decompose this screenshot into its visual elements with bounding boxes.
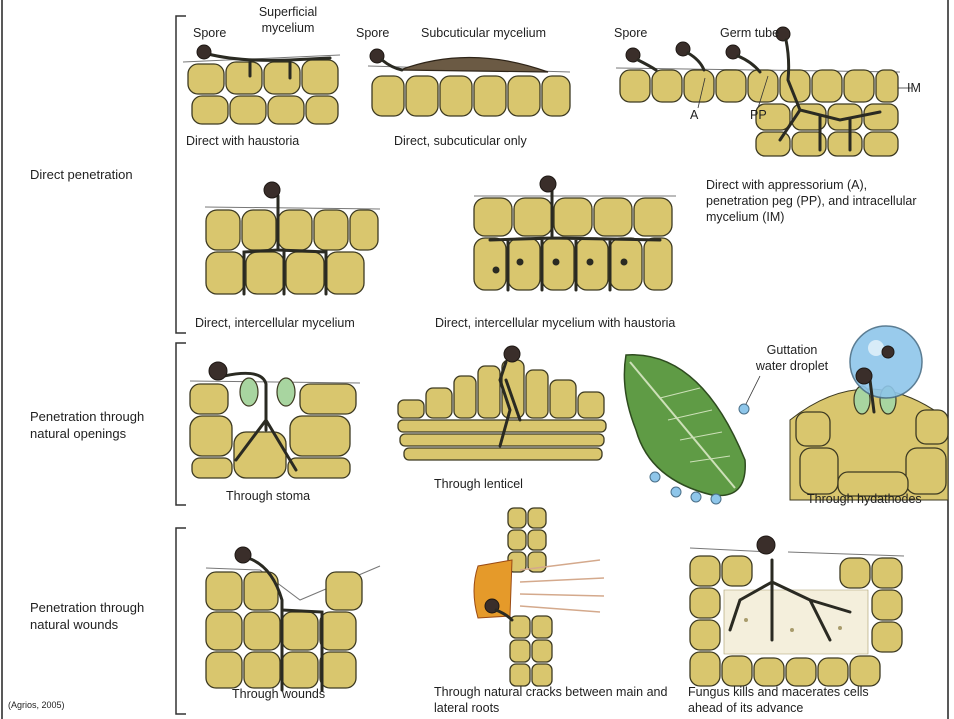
- label-a: A: [690, 107, 698, 123]
- caption-subcuticular-only: Direct, subcuticular only: [394, 133, 527, 149]
- panel-wounds: [206, 547, 380, 690]
- caption-appressorium: Direct with appressorium (A), penetratio…: [706, 177, 931, 225]
- panel-cracks: [474, 508, 604, 686]
- caption-stoma: Through stoma: [226, 488, 310, 504]
- caption-intercellular-haustoria: Direct, intercellular mycelium with haus…: [435, 315, 675, 331]
- panel-lenticel: [398, 346, 606, 460]
- section-natural-wounds: Penetration through natural wounds: [30, 599, 180, 633]
- bracket-direct: [176, 16, 186, 333]
- caption-macerates: Fungus kills and macerates cells ahead o…: [688, 684, 888, 716]
- label-spore-2: Spore: [356, 25, 389, 41]
- panel-haustoria: [183, 45, 340, 124]
- label-pp: PP: [750, 107, 767, 123]
- caption-natural-cracks: Through natural cracks between main and …: [434, 684, 669, 716]
- caption-wounds: Through wounds: [232, 686, 325, 702]
- panel-leaf: [624, 355, 760, 504]
- caption-intercellular: Direct, intercellular mycelium: [195, 315, 355, 331]
- panel-stoma: [190, 362, 360, 478]
- caption-hydathodes: Through hydathodes: [807, 491, 922, 507]
- label-subcuticular-mycelium: Subcuticular mycelium: [421, 25, 546, 41]
- panel-appressorium: [616, 27, 912, 156]
- section-natural-openings: Penetration through natural openings: [30, 408, 180, 442]
- section-direct-penetration: Direct penetration: [30, 166, 133, 183]
- label-spore-1: Spore: [193, 25, 226, 41]
- caption-direct-haustoria: Direct with haustoria: [186, 133, 299, 149]
- label-guttation-droplet: Guttation water droplet: [752, 342, 832, 374]
- panel-macerates: [690, 536, 904, 686]
- label-spore-3: Spore: [614, 25, 647, 41]
- label-germ-tube: Germ tube: [720, 25, 779, 41]
- panel-intercellular-haustoria: [474, 176, 676, 290]
- citation: (Agrios, 2005): [8, 700, 65, 710]
- caption-lenticel: Through lenticel: [434, 476, 523, 492]
- label-superficial-mycelium: Superficial mycelium: [250, 4, 326, 36]
- label-im: IM: [907, 80, 921, 96]
- panel-subcuticular: [368, 49, 570, 116]
- panel-intercellular: [205, 182, 380, 294]
